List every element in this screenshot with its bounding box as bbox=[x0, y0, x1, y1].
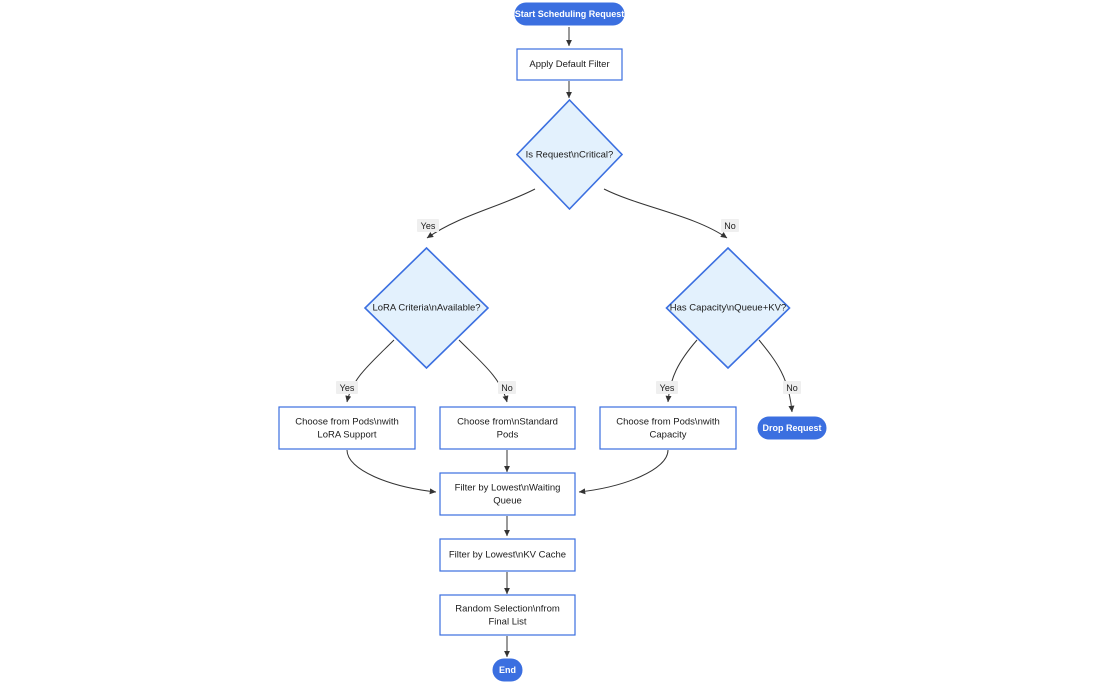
node-choose-pods-capacity-label-line1: Choose from Pods\nwith bbox=[616, 417, 720, 428]
edge-label-critical-no: No bbox=[721, 219, 739, 232]
node-start-label: Start Scheduling Request bbox=[515, 9, 625, 19]
edge-critical-no-to-capacity bbox=[603, 188, 728, 239]
node-drop-request[interactable]: Drop Request bbox=[757, 416, 827, 440]
edge-lora-no-to-choose-standard bbox=[458, 339, 509, 403]
node-choose-standard-pods-label-line2: Pods bbox=[497, 430, 519, 441]
edge-choose-capacity-to-filter-queue bbox=[578, 449, 669, 495]
edge-lora-yes-to-choose-lora bbox=[345, 339, 395, 403]
node-choose-pods-lora-support-label-line2: LoRA Support bbox=[317, 430, 377, 441]
node-filter-waiting-queue-label-line2: Queue bbox=[493, 496, 522, 507]
node-choose-pods-capacity-label-line2: Capacity bbox=[650, 430, 687, 441]
node-random-selection-label-line1: Random Selection\nfrom bbox=[455, 604, 560, 615]
node-choose-standard-pods-label-line1: Choose from\nStandard bbox=[457, 417, 558, 428]
node-apply-default-filter[interactable]: Apply Default Filter bbox=[516, 48, 623, 81]
edges-layer bbox=[345, 27, 795, 658]
edge-label-critical-yes-text: Yes bbox=[421, 221, 436, 231]
node-start[interactable]: Start Scheduling Request bbox=[514, 2, 625, 26]
node-has-capacity-label: Has Capacity\nQueue+KV? bbox=[670, 303, 786, 314]
node-filter-kv-cache-label: Filter by Lowest\nKV Cache bbox=[449, 550, 566, 561]
node-end[interactable]: End bbox=[492, 658, 523, 682]
node-apply-default-filter-label: Apply Default Filter bbox=[529, 59, 609, 70]
node-choose-pods-capacity[interactable]: Choose from Pods\nwith Capacity bbox=[599, 406, 737, 450]
edge-label-capacity-no-text: No bbox=[786, 383, 798, 393]
node-filter-kv-cache[interactable]: Filter by Lowest\nKV Cache bbox=[439, 538, 576, 572]
node-lora-criteria-available-label: LoRA Criteria\nAvailable? bbox=[372, 303, 480, 314]
node-filter-waiting-queue[interactable]: Filter by Lowest\nWaiting Queue bbox=[439, 472, 576, 516]
node-choose-pods-lora-support[interactable]: Choose from Pods\nwith LoRA Support bbox=[278, 406, 416, 450]
edge-choose-lora-to-filter-queue bbox=[346, 449, 437, 495]
edge-label-capacity-no: No bbox=[783, 381, 801, 394]
edge-label-capacity-yes: Yes bbox=[656, 381, 678, 394]
edge-label-critical-yes: Yes bbox=[417, 219, 439, 232]
node-end-label: End bbox=[499, 665, 516, 675]
edge-label-lora-yes: Yes bbox=[336, 381, 358, 394]
edge-label-critical-no-text: No bbox=[724, 221, 736, 231]
node-lora-criteria-available[interactable]: LoRA Criteria\nAvailable? bbox=[363, 246, 490, 370]
edge-capacity-no-to-drop-request bbox=[758, 339, 795, 413]
edge-labels-layer: Yes No Yes No Yes No bbox=[336, 219, 801, 394]
node-random-selection[interactable]: Random Selection\nfrom Final List bbox=[439, 594, 576, 636]
edge-label-lora-no-text: No bbox=[501, 383, 513, 393]
node-has-capacity[interactable]: Has Capacity\nQueue+KV? bbox=[665, 246, 791, 370]
node-filter-waiting-queue-label-line1: Filter by Lowest\nWaiting bbox=[455, 483, 561, 494]
edge-label-lora-yes-text: Yes bbox=[340, 383, 355, 393]
node-choose-pods-lora-support-label-line1: Choose from Pods\nwith bbox=[295, 417, 399, 428]
node-is-request-critical[interactable]: Is Request\nCritical? bbox=[515, 98, 624, 211]
edge-label-lora-no: No bbox=[498, 381, 516, 394]
node-choose-standard-pods[interactable]: Choose from\nStandard Pods bbox=[439, 406, 576, 450]
node-is-request-critical-label: Is Request\nCritical? bbox=[526, 150, 614, 161]
edge-critical-yes-to-lora bbox=[426, 188, 536, 239]
edge-capacity-yes-to-choose-capacity bbox=[665, 339, 698, 403]
edge-label-capacity-yes-text: Yes bbox=[660, 383, 675, 393]
node-random-selection-label-line2: Final List bbox=[488, 617, 526, 628]
node-drop-request-label: Drop Request bbox=[762, 423, 821, 433]
